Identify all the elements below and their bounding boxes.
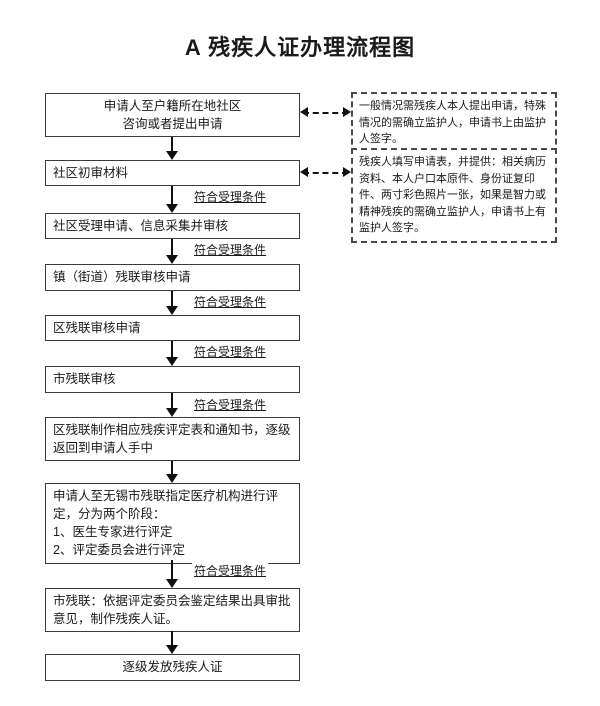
arrow-down-icon xyxy=(166,393,178,417)
condition-label: 符合受理条件 xyxy=(192,241,269,258)
flow-step-city-review: 市残联审核 xyxy=(45,366,300,393)
flow-step-city-approval-make-cert: 市残联：依据评定委员会鉴定结果出具审批意见，制作残疾人证。 xyxy=(45,588,300,633)
annotation-note-required-materials: 残疾人填写申请表，并提供：相关病历资料、本人户口本原件、身份证复印件、两寸彩色照… xyxy=(351,148,557,243)
arrow-down-icon xyxy=(166,631,178,654)
arrow-down-icon xyxy=(166,461,178,483)
dashed-double-arrow-icon xyxy=(300,167,351,177)
condition-label: 符合受理条件 xyxy=(192,562,269,579)
condition-label: 符合受理条件 xyxy=(192,396,269,413)
condition-label: 符合受理条件 xyxy=(192,293,269,310)
arrow-down-icon xyxy=(166,291,178,315)
flow-step-issue-certificate: 逐级发放残疾人证 xyxy=(45,654,300,681)
flow-step-medical-assessment: 申请人至无锡市残联指定医疗机构进行评定，分为两个阶段： 1、医生专家进行评定 2… xyxy=(45,483,300,564)
annotation-note-application-rule: 一般情况需残疾人本人提出申请，特殊情况的需确立监护人，申请书上由监护人签字。 xyxy=(351,92,557,154)
condition-label: 符合受理条件 xyxy=(192,343,269,360)
condition-label: 符合受理条件 xyxy=(192,188,269,205)
flow-step-town-review: 镇（街道）残联审核申请 xyxy=(45,264,300,291)
flow-step-community-initial-review: 社区初审材料 xyxy=(45,160,300,187)
arrow-down-icon xyxy=(166,239,178,264)
arrow-down-icon xyxy=(166,560,178,588)
dashed-double-arrow-icon xyxy=(300,107,351,117)
arrow-down-icon xyxy=(166,341,178,366)
flow-step-district-review: 区残联审核申请 xyxy=(45,315,300,342)
arrow-down-icon xyxy=(166,137,178,160)
arrow-down-icon xyxy=(166,186,178,213)
flow-step-apply-at-community: 申请人至户籍所在地社区 咨询或者提出申请 xyxy=(45,93,300,138)
page-title: A 残疾人证办理流程图 xyxy=(184,35,416,60)
flow-step-district-issue-forms: 区残联制作相应残疾评定表和通知书，逐级返回到申请人手中 xyxy=(45,417,300,462)
flow-step-community-accept-collect: 社区受理申请、信息采集并审核 xyxy=(45,213,300,240)
